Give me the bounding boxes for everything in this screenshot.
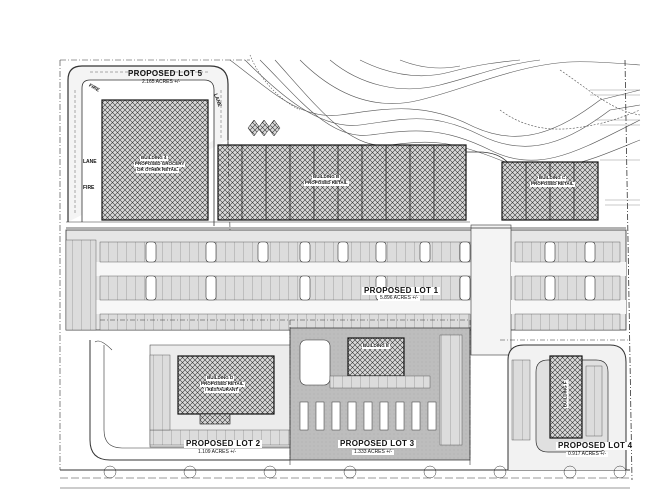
lot5-acres: 2.165 ACRES +/- [142, 79, 181, 85]
property-line [624, 59, 633, 481]
lane-label-side: LANE [83, 159, 97, 165]
lot3-acres: 1.333 ACRES +/- [352, 449, 395, 455]
lot2-drive [89, 340, 290, 461]
building-grocery-label-2: PROPOSED GROCERY [134, 161, 186, 167]
building-d-label-1: BUILDING D [206, 375, 235, 381]
lot1-acres: 5.896 ACRES +/- [378, 295, 421, 301]
lot2-acres: 1.109 ACRES +/- [196, 449, 239, 455]
fire-label-side: FIRE [83, 185, 95, 191]
annotations [590, 89, 640, 206]
building-c-label-2: PROPOSED RETAIL [530, 181, 575, 187]
lot1-name: PROPOSED LOT 1 [362, 286, 441, 295]
lot4-name: PROPOSED LOT 4 [556, 441, 635, 450]
building-f-label: BUILDING F [562, 380, 569, 409]
building-c-label-1: BUILDING C [538, 175, 567, 181]
building-d-label-3: / RESTAURANT [204, 387, 240, 393]
building-b-label-1: BUILDING B [312, 174, 341, 180]
lot-lines [100, 141, 630, 465]
lot5-name: PROPOSED LOT 5 [128, 69, 203, 78]
building-b-label-2: PROPOSED RETAIL [304, 180, 349, 186]
lot3-name: PROPOSED LOT 3 [338, 439, 417, 448]
building-d-label-2: PROPOSED RETAIL [200, 381, 245, 387]
tree-markers [247, 119, 281, 137]
street-trees [103, 465, 627, 479]
building-grocery-label-1: BUILDING 4 [140, 155, 168, 161]
landscape-islands [145, 241, 596, 301]
lot2-name: PROPOSED LOT 2 [184, 439, 263, 448]
lot4-acres: 0.917 ACRES +/- [566, 451, 609, 457]
contour-lines [229, 54, 641, 169]
building-grocery-label-3: OR OTHER RETAIL [136, 167, 179, 173]
building-e-label: BUILDING E [362, 343, 391, 349]
